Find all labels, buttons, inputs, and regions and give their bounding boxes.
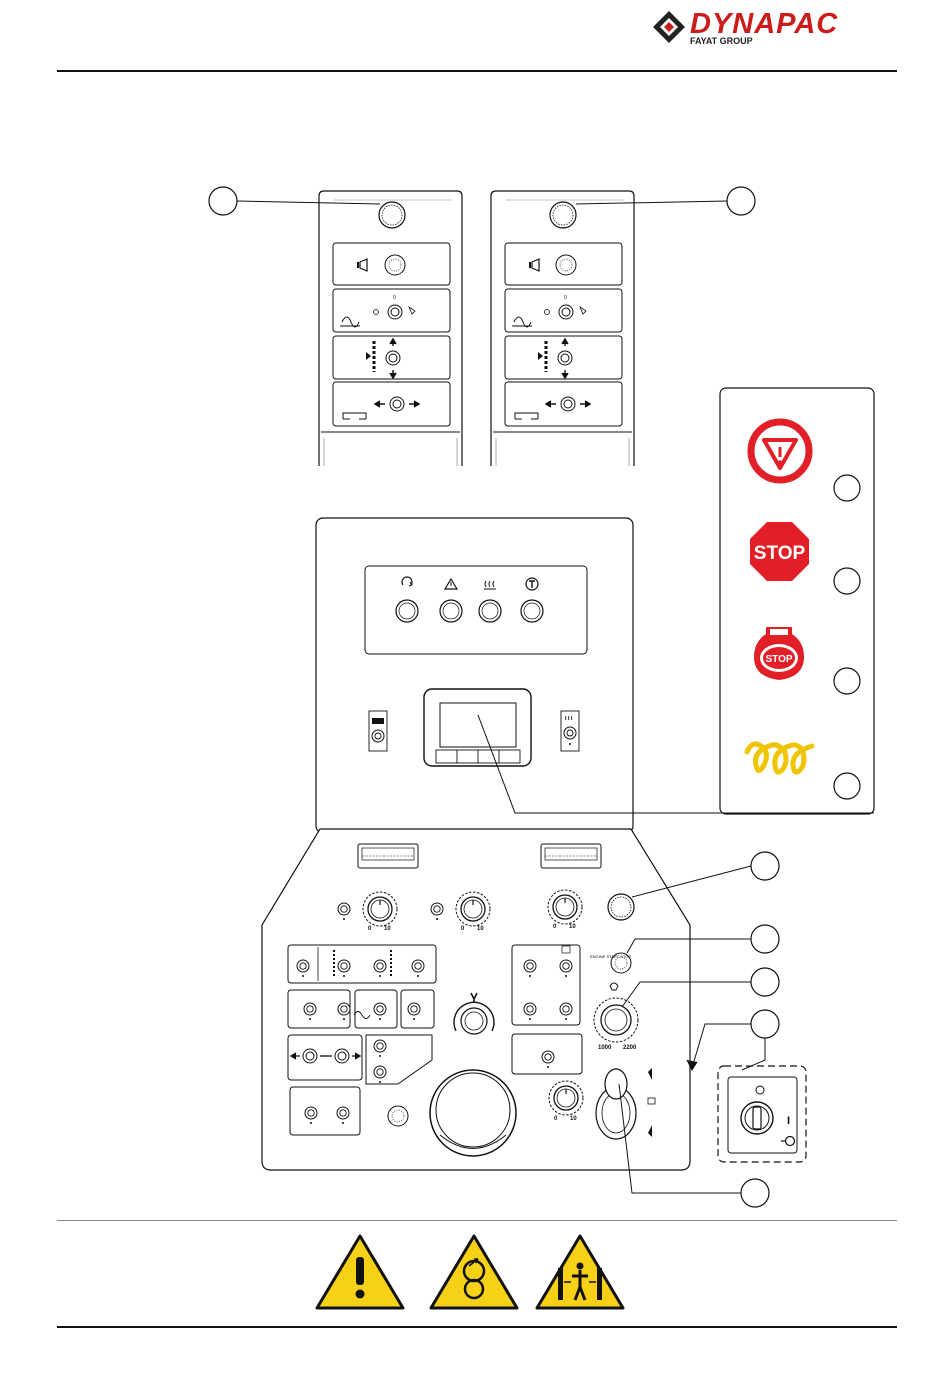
key-position-on: I bbox=[787, 1115, 790, 1127]
horn-button-right[interactable] bbox=[556, 255, 576, 275]
vibration-switch-right[interactable] bbox=[559, 305, 573, 319]
crushing-hazard-warning-icon bbox=[537, 1236, 623, 1308]
rpm-max: 2200 bbox=[623, 1045, 637, 1051]
svg-text:10: 10 bbox=[569, 924, 576, 930]
svg-text:10: 10 bbox=[384, 926, 391, 932]
vibration-icon bbox=[512, 317, 532, 327]
legend-callout-1 bbox=[834, 475, 860, 501]
emergency-stop-knob-console[interactable] bbox=[608, 894, 634, 920]
vibration-switch[interactable] bbox=[388, 305, 402, 319]
horn-button[interactable] bbox=[385, 255, 405, 275]
general-warning-icon bbox=[317, 1236, 403, 1308]
right-lamp-strip bbox=[541, 844, 601, 868]
emergency-stop-knob[interactable] bbox=[379, 202, 405, 228]
svg-text:10: 10 bbox=[477, 926, 484, 932]
screed-extend-right-switch[interactable] bbox=[335, 1049, 349, 1063]
engine-stop-text: STOP bbox=[765, 654, 792, 665]
horn-icon bbox=[529, 259, 539, 271]
legend-callout-2 bbox=[834, 568, 860, 594]
rotating-parts-warning-icon bbox=[431, 1236, 517, 1308]
legend-callout-3 bbox=[834, 668, 860, 694]
engine-start-stop-label: ENGINE START STOP bbox=[590, 954, 631, 959]
svg-text:10: 10 bbox=[570, 1116, 577, 1122]
vibration-icon bbox=[340, 317, 360, 327]
screed-width-switch-right[interactable] bbox=[561, 397, 575, 411]
malfunction-warning-icon bbox=[751, 422, 809, 480]
screed-height-switch-right[interactable] bbox=[558, 351, 572, 365]
svg-text:0: 0 bbox=[393, 295, 396, 301]
ignition-key-detail: I bbox=[718, 1066, 806, 1162]
display-screen[interactable] bbox=[424, 689, 531, 766]
screed-width-switch[interactable] bbox=[390, 397, 404, 411]
steering-wheel[interactable] bbox=[430, 1070, 516, 1156]
right-remote-panel: 0 bbox=[491, 191, 634, 466]
emergency-stop-knob-right[interactable] bbox=[550, 202, 576, 228]
svg-text:0: 0 bbox=[564, 295, 567, 301]
warning-legend-panel: STOP STOP bbox=[720, 388, 874, 814]
screed-height-switch[interactable] bbox=[386, 351, 400, 365]
stop-sign-text: STOP bbox=[754, 543, 806, 564]
horn-icon bbox=[357, 259, 367, 271]
console-horn-button[interactable] bbox=[388, 1106, 408, 1126]
ignition-key[interactable] bbox=[741, 1102, 773, 1134]
legend-callout-4 bbox=[834, 773, 860, 799]
rpm-min: 1000 bbox=[598, 1045, 612, 1051]
left-lamp-strip bbox=[358, 844, 418, 868]
main-console-lower: 0 10 0 10 0 10 bbox=[262, 829, 690, 1170]
screed-extend-left-switch[interactable] bbox=[303, 1049, 317, 1063]
stop-sign-icon: STOP bbox=[750, 522, 809, 581]
left-remote-panel: 0 bbox=[319, 191, 462, 466]
callout-key bbox=[687, 1010, 779, 1070]
